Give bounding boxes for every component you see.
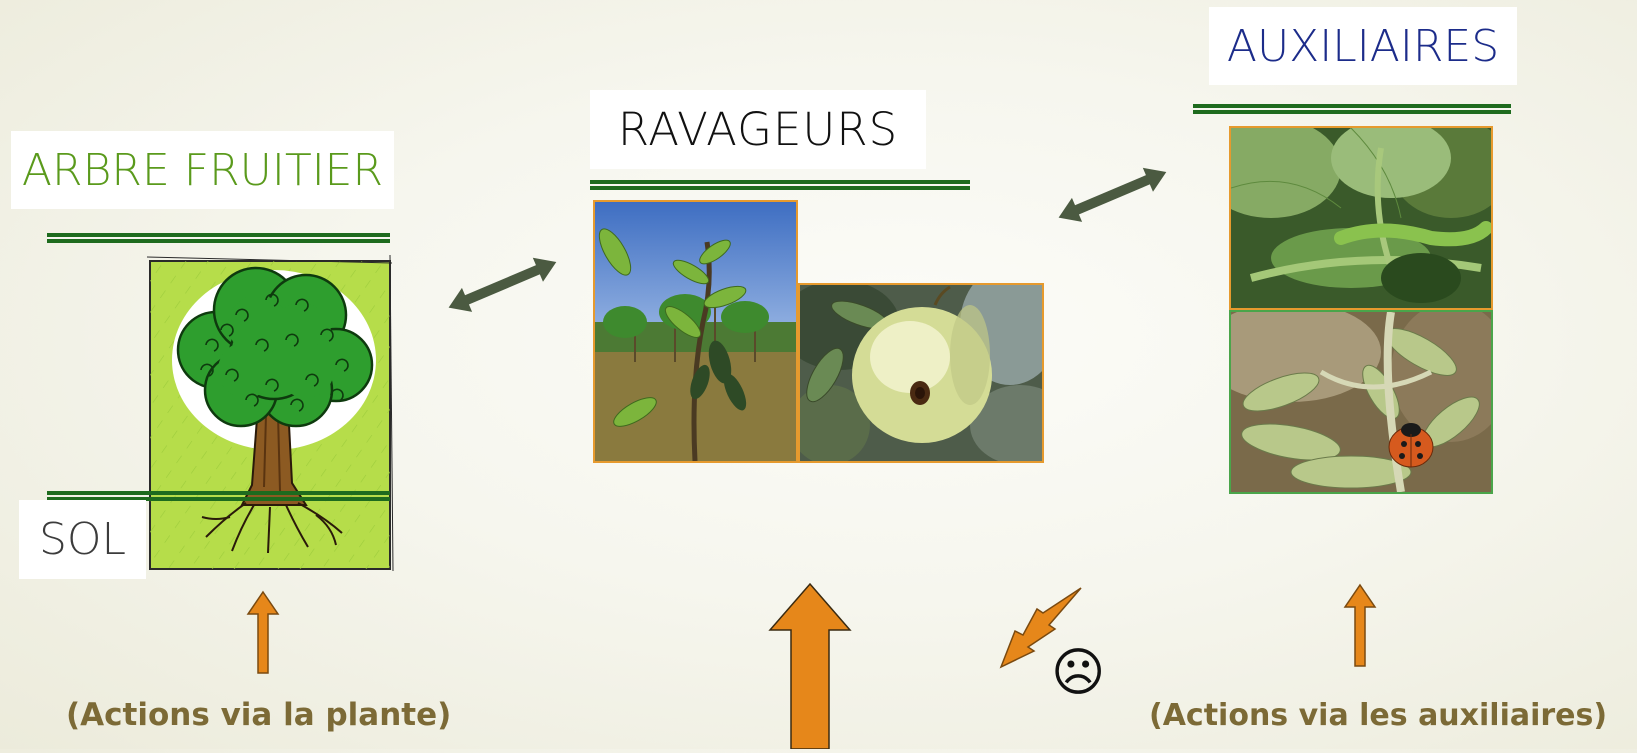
sol-title: SOL bbox=[39, 514, 126, 565]
auxiliaires-title: AUXILIAIRES bbox=[1227, 21, 1499, 72]
apple-damage-photo bbox=[798, 283, 1044, 463]
double-arrow-tree-ravageurs bbox=[440, 250, 565, 320]
caption-actions-via-plante: (Actions via la plante) bbox=[66, 697, 451, 733]
up-arrow-plante bbox=[246, 590, 280, 675]
arbre-fruitier-title-box: ARBRE FRUITIER bbox=[11, 131, 394, 209]
arbre-fruitier-title: ARBRE FRUITIER bbox=[22, 145, 383, 196]
up-arrow-auxiliaires bbox=[1343, 583, 1377, 668]
ladybird-photo bbox=[1229, 310, 1493, 494]
auxiliaires-title-box: AUXILIAIRES bbox=[1209, 7, 1517, 85]
sad-face-icon: ☹ bbox=[1051, 645, 1105, 701]
arbre-fruitier-underline bbox=[47, 233, 390, 243]
ravageurs-underline bbox=[590, 180, 970, 190]
auxiliaires-underline bbox=[1193, 104, 1511, 114]
syrphid-larva-photo bbox=[1229, 126, 1493, 310]
ravageurs-title: RAVAGEURS bbox=[618, 103, 898, 156]
tree-illustration bbox=[146, 255, 396, 573]
sol-title-box: SOL bbox=[19, 500, 146, 579]
double-arrow-ravageurs-auxiliaires bbox=[1050, 163, 1175, 228]
orchard-pest-photo bbox=[593, 200, 798, 463]
ravageurs-title-box: RAVAGEURS bbox=[590, 90, 926, 169]
caption-actions-via-auxiliaires: (Actions via les auxiliaires) bbox=[1149, 698, 1607, 733]
up-arrow-center-large bbox=[768, 582, 852, 749]
